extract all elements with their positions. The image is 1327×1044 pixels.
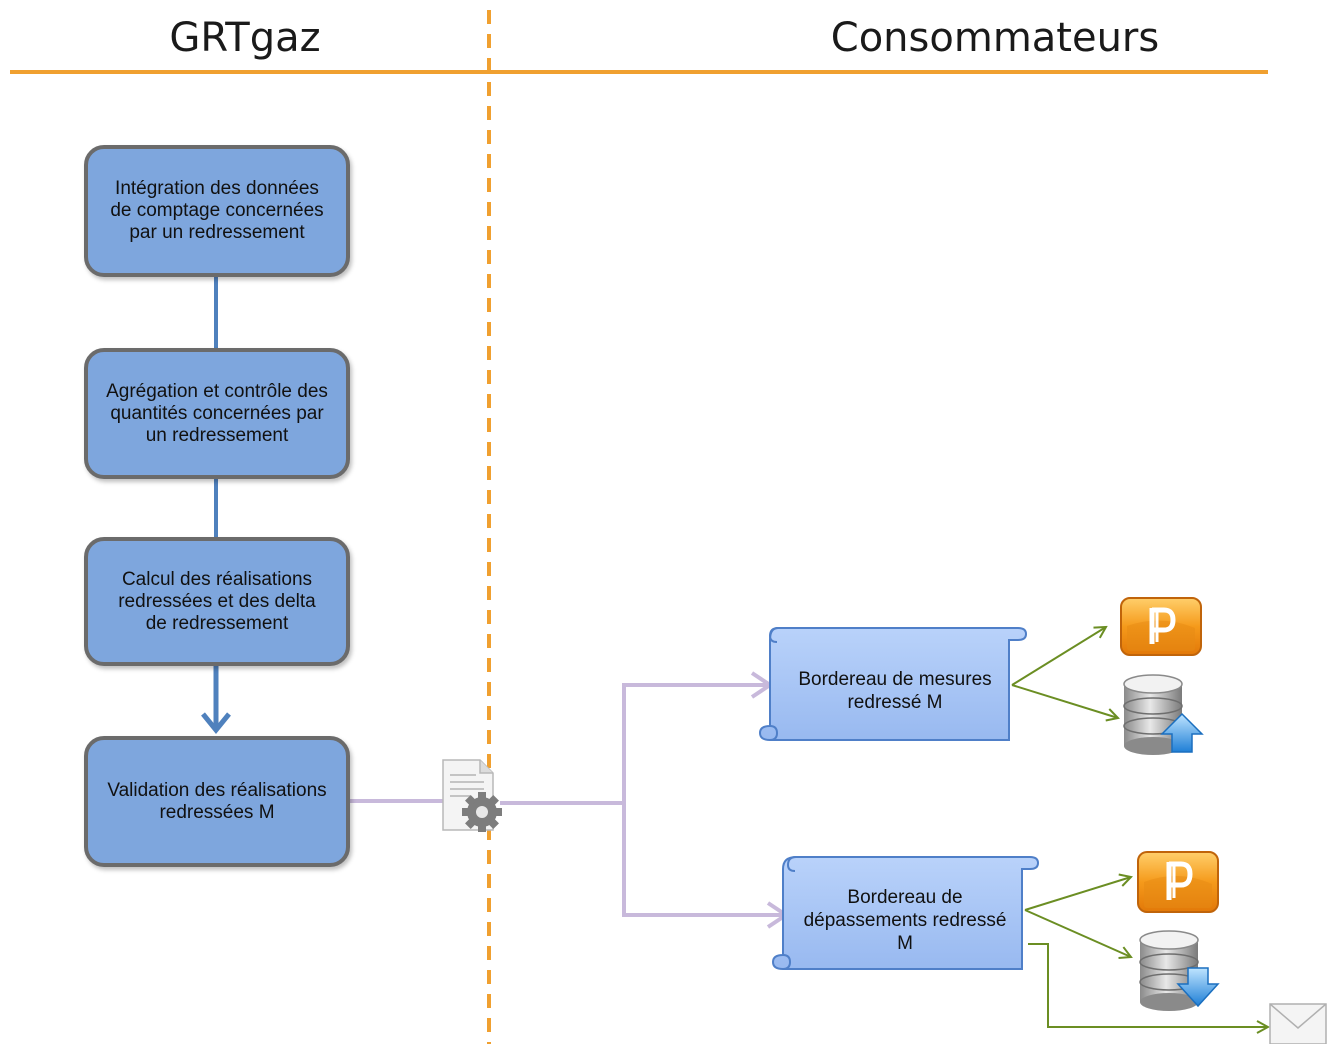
flow-validation-to-outputs [350,671,790,929]
document-gear-icon [442,759,502,832]
lane-title-grtgaz: GRTgaz [169,15,321,61]
database-download-icon [1139,930,1220,1011]
publication-p-icon [1137,851,1219,913]
arrow-step3-step4 [201,666,231,734]
step-integration-label: Intégration des données de comptage conc… [110,178,324,243]
output-scroll-1 [758,627,1028,741]
envelope-icon [1269,1003,1327,1044]
output-scroll-2 [771,856,1040,970]
database-upload-icon [1123,674,1204,755]
step-integration: Intégration des données de comptage conc… [84,145,350,277]
publication-p-icon [1120,597,1202,656]
output-label-depassements: Bordereau de dépassements redressé M [803,886,1007,954]
step-agregation-label: Agrégation et contrôle des quantités con… [106,380,328,446]
step-validation-label: Validation des réalisations redressées M [107,779,327,823]
step-calcul-label: Calcul des réalisations redressées et de… [118,568,316,634]
green-arrows [1011,627,1268,1027]
step-calcul: Calcul des réalisations redressées et de… [84,537,350,666]
step-validation: Validation des réalisations redressées M [84,736,350,867]
lane-title-consommateurs: Consommateurs [830,15,1160,61]
output-label-mesures: Bordereau de mesures redressé M [798,669,992,713]
step-agregation: Agrégation et contrôle des quantités con… [84,348,350,479]
